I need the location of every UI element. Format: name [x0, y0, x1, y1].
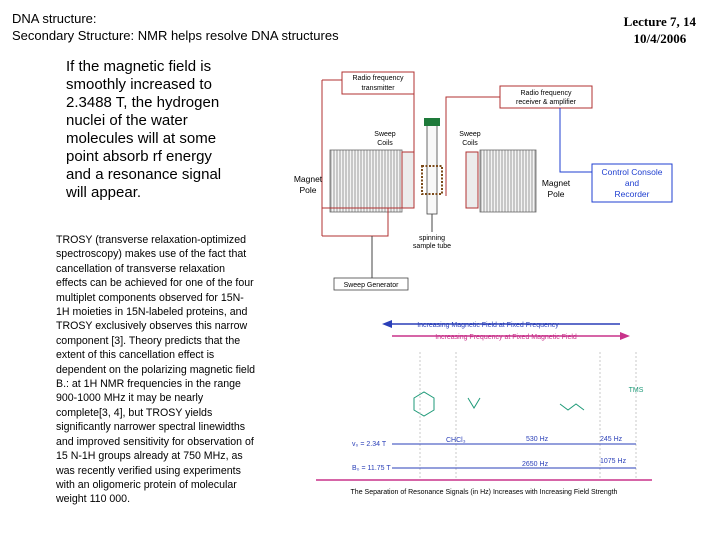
rf-receiver-label-1: Radio frequency — [521, 90, 572, 97]
hz-245: 245 Hz — [600, 436, 623, 443]
trosy-line: cancellation of transverse relaxation — [56, 262, 226, 275]
arrow-blue-label: Increasing Magnetic Field at Fixed Frequ… — [417, 322, 559, 329]
main-line: If the magnetic field is — [66, 58, 212, 75]
magnet-pole-right-label-1: Magnet — [542, 178, 571, 188]
control-console-label-3: Recorder — [615, 189, 650, 199]
control-console-label-2: and — [625, 178, 639, 188]
sample-tube — [426, 123, 438, 215]
trosy-line: TROSY (transverse relaxation-optimized — [56, 234, 246, 246]
spinning-tube-label-2: sample tube — [413, 243, 451, 250]
spinning-tube-label-1: spinning — [419, 235, 445, 242]
trosy-line: B.: at 1H NMR frequencies in the range — [56, 378, 241, 391]
field-label-2: B₀ = 11.75 T — [352, 465, 391, 472]
lecture-date: 10/4/2006 — [633, 31, 687, 46]
rf-transmitter-box — [341, 71, 415, 95]
trosy-line: and improved sensitivity for observation… — [56, 435, 254, 448]
trosy-line: component [3]. Theory predicts that the — [56, 334, 241, 347]
spectrum-caption: The Separation of Resonance Signals (in … — [351, 489, 618, 496]
sweep-generator-label: Sweep Generator — [344, 282, 400, 289]
title-line-2: Secondary Structure: NMR helps resolve D… — [12, 28, 339, 43]
tms-label: TMS — [629, 387, 644, 394]
lecture-info: Lecture 7, 14 10/4/2006 — [624, 13, 696, 47]
trosy-line: 1H moieties in 15N-labeled proteins, and — [56, 306, 248, 319]
wire-console — [559, 108, 592, 173]
hz-1075: 1075 Hz — [600, 458, 627, 465]
trosy-line: was recently verified using experiments — [56, 464, 241, 477]
control-console-box — [591, 163, 673, 203]
main-line: molecules will at some — [66, 130, 217, 147]
wire-receiver — [445, 96, 500, 196]
trosy-line: multiplet components observed for 15N- — [56, 291, 244, 304]
trosy-line: 900-1000 MHz it may be nearly — [56, 392, 204, 405]
trosy-line: spectroscopy) makes use of the fact that — [56, 248, 247, 261]
rf-transmitter-label-1: Radio frequency — [353, 75, 404, 82]
trosy-line: with an oligomeric protein of molecular — [56, 478, 237, 491]
arrow-red-head — [620, 332, 630, 340]
lecture-number: Lecture 7, 14 — [623, 14, 696, 29]
trosy-line: 15 N-1H groups already at 750 MHz, as — [56, 450, 243, 463]
band-chcl3: CHCl₃ — [446, 437, 466, 444]
sweep-coil-left — [401, 151, 415, 209]
sweep-generator-box — [333, 277, 409, 291]
main-line: 2.3488 T, the hydrogen — [66, 94, 220, 111]
methyl-icon — [559, 403, 585, 411]
main-line: will appear. — [66, 184, 142, 201]
benzene-icon — [413, 391, 435, 417]
trosy-line: dependent on the polarizing magnetic fie… — [56, 363, 256, 376]
control-console-label-1: Control Console — [602, 167, 663, 177]
tube-cap — [424, 118, 440, 126]
rf-receiver-label-2: receiver & amplifier — [516, 99, 577, 106]
magnet-pole-left-shape — [329, 149, 403, 213]
chloroform-icon — [467, 397, 481, 409]
arrow-red-label: Increasing Frequency at Fixed Magnetic F… — [435, 334, 577, 341]
main-line: point absorb rf energy — [66, 148, 212, 165]
sweep-coils-left-label-2: Coils — [377, 140, 393, 147]
hz-2650: 2650 Hz — [522, 461, 549, 468]
sweep-coils-right-label-1: Sweep — [459, 131, 481, 138]
magnet-pole-right-label-2: Pole — [547, 189, 564, 199]
rf-coil — [421, 165, 443, 195]
trosy-line: TROSY exclusively observes this narrow — [56, 320, 248, 333]
main-paragraph: If the magnetic field is smoothly increa… — [66, 58, 258, 202]
wire-sweep — [322, 208, 389, 237]
trosy-paragraph: TROSY (transverse relaxation-optimized s… — [56, 233, 284, 507]
sweep-coils-right-label-2: Coils — [462, 140, 478, 147]
sweep-coils-left-label-1: Sweep — [374, 131, 396, 138]
main-line: nuclei of the water — [66, 112, 188, 129]
rf-transmitter-label-2: transmitter — [361, 85, 395, 92]
hz-530: 530 Hz — [526, 436, 549, 443]
trosy-line: effects can be achieved for one of the f… — [56, 277, 254, 290]
trosy-line: complete[3, 4], but TROSY yields — [56, 406, 213, 419]
trosy-line: extent of this cancellation effect is — [56, 349, 215, 362]
magnet-pole-right-shape — [479, 149, 537, 213]
trosy-line: weight 110 000. — [56, 493, 131, 506]
magnet-pole-left-label-1: Magnet — [294, 174, 323, 184]
magnet-pole-left-label-2: Pole — [299, 185, 316, 195]
main-line: smoothly increased to — [66, 76, 212, 93]
page-title: DNA structure: Secondary Structure: NMR … — [12, 10, 432, 44]
arrow-blue-head — [382, 320, 392, 328]
title-line-1: DNA structure: — [12, 11, 97, 26]
field-label-1: v₀ = 2.34 T — [352, 441, 387, 448]
sweep-coil-right — [465, 151, 479, 209]
trosy-line: significantly narrower spectral linewidt… — [56, 421, 246, 434]
main-line: and a resonance signal — [66, 166, 222, 183]
